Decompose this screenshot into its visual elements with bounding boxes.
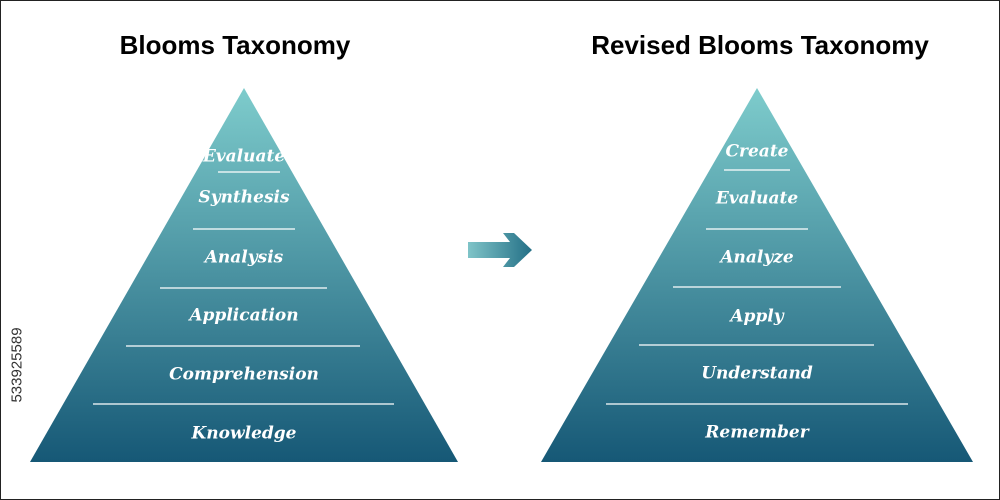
left-pyramid: Evaluate Synthesis Analysis Application … xyxy=(30,88,458,462)
right-level-label: Create xyxy=(726,142,789,162)
right-pyramid-title: Revised Blooms Taxonomy xyxy=(591,30,929,60)
stock-id-watermark: 533925589 xyxy=(6,265,28,465)
right-level-label: Apply xyxy=(728,307,784,327)
right-level-label: Evaluate xyxy=(715,189,799,209)
right-arrow-icon xyxy=(468,233,532,267)
right-level-label: Remember xyxy=(704,423,809,443)
left-level-label: Synthesis xyxy=(198,188,290,208)
left-pyramid-shape xyxy=(30,88,458,462)
right-pyramid-shape xyxy=(541,88,973,462)
right-level-label: Understand xyxy=(701,364,813,384)
right-level-label: Analyze xyxy=(718,248,794,268)
left-level-label: Comprehension xyxy=(169,365,319,385)
stock-id-text: 533925589 xyxy=(8,327,26,403)
right-pyramid: Create Evaluate Analyze Apply Understand… xyxy=(541,88,973,462)
left-level-label: Knowledge xyxy=(191,424,297,444)
left-level-label: Evaluate xyxy=(202,147,286,167)
left-level-label: Application xyxy=(187,306,298,326)
left-pyramid-title: Blooms Taxonomy xyxy=(119,30,351,60)
left-level-label: Analysis xyxy=(203,248,284,268)
